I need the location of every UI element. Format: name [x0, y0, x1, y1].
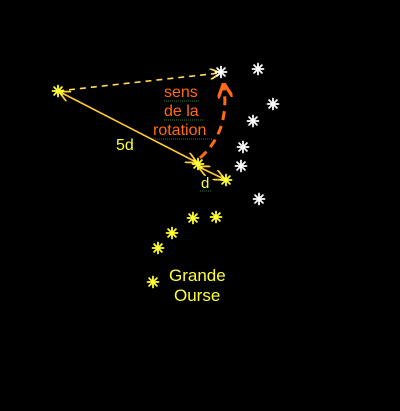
star-icon: [266, 97, 280, 111]
rotation-label-line3: rotation: [153, 122, 206, 139]
star-icon: [246, 114, 260, 128]
star-icon: [234, 159, 248, 173]
star-icon: [51, 84, 65, 98]
star-icon: [214, 65, 228, 79]
star-icon: [209, 210, 223, 224]
star-icon: [251, 62, 265, 76]
distance-5d-label: 5d: [116, 137, 134, 154]
distance-d-arrow: [199, 167, 224, 179]
dashed-guide-line: [57, 73, 220, 92]
constellation-label-line2: Ourse: [174, 286, 220, 305]
rotation-label-line1: sens: [164, 84, 198, 101]
distance-d-label: d: [201, 175, 209, 192]
star-icon: [151, 241, 165, 255]
star-icon: [165, 226, 179, 240]
stars-group: [51, 62, 280, 289]
distance-5d-arrow: [60, 92, 196, 162]
rotation-label-line2: de la: [164, 103, 199, 120]
star-icon: [252, 192, 266, 206]
star-icon: [146, 275, 160, 289]
star-icon: [219, 173, 233, 187]
constellation-label-line1: Grande: [169, 266, 226, 285]
star-icon: [236, 140, 250, 154]
star-icon: [186, 211, 200, 225]
rotation-arrow: [199, 86, 225, 160]
star-icon: [191, 157, 205, 171]
